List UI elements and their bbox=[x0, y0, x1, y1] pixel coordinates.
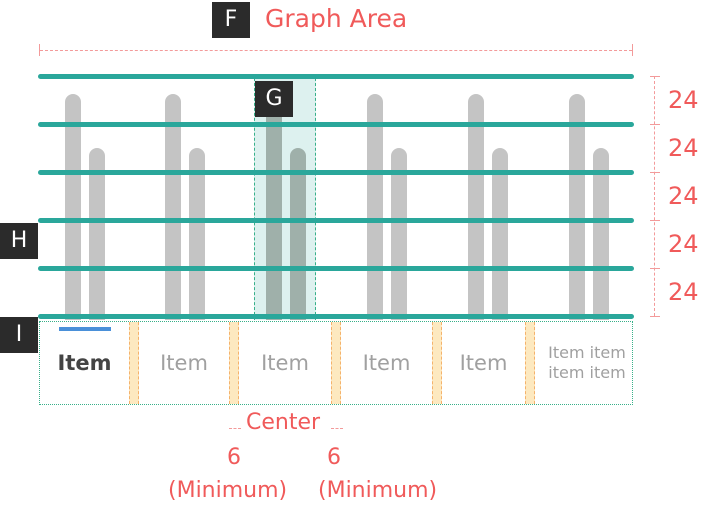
spacing-value-5: 24 bbox=[668, 278, 699, 306]
selected-indicator bbox=[59, 327, 111, 331]
bar-2b bbox=[189, 148, 205, 320]
label-tag-i: I bbox=[0, 317, 38, 353]
item-5[interactable]: Item bbox=[459, 351, 508, 375]
gridline-2 bbox=[38, 122, 634, 127]
item-2[interactable]: Item bbox=[160, 351, 208, 375]
bar-3b bbox=[290, 148, 306, 320]
center-label: Center bbox=[246, 410, 321, 435]
gap-value-left: 6 bbox=[227, 445, 241, 470]
spacing-tick-4 bbox=[650, 220, 660, 221]
item-gap-2 bbox=[229, 322, 239, 404]
spacing-tick-3 bbox=[650, 172, 660, 173]
bar-3a bbox=[266, 94, 282, 320]
bar-6b bbox=[593, 148, 609, 320]
item-gap-3 bbox=[331, 322, 341, 404]
item-4[interactable]: Item bbox=[362, 351, 411, 375]
bar-1a bbox=[65, 94, 81, 320]
graph-area-width-cap-left bbox=[39, 44, 40, 56]
item-3[interactable]: Item bbox=[261, 351, 309, 375]
graph-area-title: Graph Area bbox=[265, 4, 408, 33]
gridline-1 bbox=[38, 74, 634, 79]
item-gap-1 bbox=[129, 322, 139, 404]
bar-1b bbox=[89, 148, 105, 320]
minimum-label-left: (Minimum) bbox=[168, 478, 288, 503]
gridline-3 bbox=[38, 170, 634, 175]
spacing-value-2: 24 bbox=[668, 134, 699, 162]
item-6[interactable]: Item item item item bbox=[548, 343, 626, 382]
bar-2a bbox=[165, 94, 181, 320]
center-gap-right-mark bbox=[331, 428, 343, 429]
minimum-label-right: (Minimum) bbox=[318, 478, 438, 503]
spacing-tick-6 bbox=[650, 316, 660, 317]
bar-5a bbox=[468, 94, 484, 320]
label-tag-h: H bbox=[0, 223, 38, 259]
spacing-value-1: 24 bbox=[668, 86, 699, 114]
spacing-value-3: 24 bbox=[668, 182, 699, 210]
graph-area-width-cap-right bbox=[632, 44, 633, 56]
item-1[interactable]: Item bbox=[57, 351, 112, 375]
spacing-tick-1 bbox=[650, 76, 660, 77]
spacing-value-4: 24 bbox=[668, 230, 699, 258]
label-tag-g: G bbox=[255, 81, 293, 117]
bar-5b bbox=[492, 148, 508, 320]
bar-6a bbox=[569, 94, 585, 320]
item-gap-5 bbox=[525, 322, 535, 404]
gridline-4 bbox=[38, 218, 634, 223]
gap-value-right: 6 bbox=[327, 445, 341, 470]
bar-4a bbox=[367, 94, 383, 320]
label-tag-f: F bbox=[212, 2, 250, 38]
spacing-tick-2 bbox=[650, 124, 660, 125]
gridline-5 bbox=[38, 266, 634, 271]
gridline-baseline bbox=[38, 314, 634, 319]
spacing-tick-5 bbox=[650, 268, 660, 269]
center-gap-left-mark bbox=[229, 428, 241, 429]
spacing-dimension-line bbox=[654, 76, 656, 316]
bar-4b bbox=[391, 148, 407, 320]
item-gap-4 bbox=[432, 322, 442, 404]
item-row bbox=[39, 321, 633, 405]
graph-area-width-line bbox=[40, 50, 632, 51]
